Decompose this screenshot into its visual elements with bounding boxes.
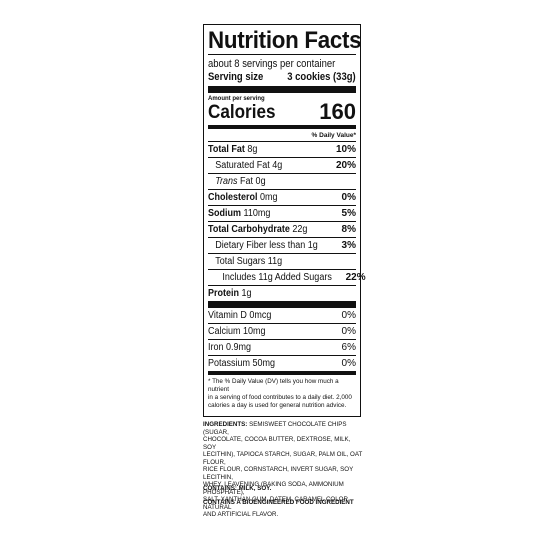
- vitamin-amount: 10mg: [243, 325, 266, 337]
- nutrient-row-added-sugars: Includes 11g Added Sugars 22%: [208, 269, 366, 285]
- ingredients-line: AND ARTIFICIAL FLAVOR.: [203, 511, 279, 518]
- vitamin-amount: 0mcg: [249, 309, 272, 321]
- nutrient-name: Dietary Fiber less than: [215, 239, 306, 251]
- ingredients-line: WHEY, LEAVENING (BAKING SODA, AMMONIUM P…: [203, 481, 344, 496]
- vitamin-dv: 0%: [341, 309, 356, 321]
- nutrient-row-trans-fat: Trans Fat 0g: [208, 173, 356, 189]
- nutrient-dv: 20%: [335, 159, 356, 171]
- ingredients-line: LECITHIN), TAPIOCA STARCH, SUGAR, PALM O…: [203, 451, 363, 466]
- nutrient-amount: 0mg: [260, 191, 278, 203]
- nutrient-name: Total Fat: [208, 143, 245, 155]
- ingredients-line: SALT, XANTHAN GUM, DATEM, CARAMEL COLOR,…: [203, 496, 350, 511]
- medium-divider: [208, 371, 356, 375]
- nutrient-amount: 4g: [272, 159, 283, 171]
- nutrient-row-total-fat: Total Fat 8g 10%: [208, 141, 356, 157]
- vitamin-name: Iron: [208, 341, 224, 353]
- thick-divider: [208, 86, 356, 93]
- vitamin-name: Calcium: [208, 325, 241, 337]
- nutrient-row-dietary-fiber: Dietary Fiber less than 1g 3%: [208, 237, 356, 253]
- vitamin-name: Potassium: [208, 357, 251, 369]
- nutrient-name: Total Sugars: [215, 255, 266, 267]
- nutrition-facts-panel: Nutrition Facts about 8 servings per con…: [203, 24, 366, 417]
- nutrient-dv: 8%: [341, 223, 356, 235]
- vitamin-row-calcium: Calcium 10mg 0%: [208, 323, 356, 339]
- calories-row: Calories 160: [208, 101, 356, 123]
- nutrient-dv: 22%: [345, 271, 366, 283]
- daily-value-footnote: * The % Daily Value (DV) tells you how m…: [208, 378, 356, 410]
- vitamin-amount: 0.9mg: [226, 341, 252, 353]
- footnote-line: * The % Daily Value (DV) tells you how m…: [208, 378, 339, 393]
- amount-per-serving: Amount per serving: [208, 96, 265, 102]
- nutrient-row-sodium: Sodium 110mg 5%: [208, 205, 356, 221]
- nutrient-row-total-carbohydrate: Total Carbohydrate 22g 8%: [208, 221, 356, 237]
- servings-per-container: about 8 servings per container: [208, 58, 336, 70]
- serving-size-label: Serving size: [208, 71, 264, 83]
- ingredients-list: INGREDIENTS: SEMISWEET CHOCOLATE CHIPS (…: [203, 421, 363, 519]
- vitamin-dv: 0%: [341, 325, 356, 337]
- vitamin-dv: 0%: [341, 357, 356, 369]
- nutrient-amount: 1g: [241, 287, 252, 299]
- nutrient-amount: 1g: [307, 239, 318, 251]
- nutrient-row-protein: Protein 1g: [208, 285, 356, 301]
- nutrient-dv: 5%: [341, 207, 356, 219]
- nutrient-name: Trans: [215, 175, 238, 187]
- nutrient-amount: 11g: [267, 255, 283, 267]
- allergen-statement: CONTAINS: MILK, SOY.: [203, 485, 272, 492]
- nutrient-dv: 3%: [341, 239, 356, 251]
- daily-value-header: % Daily Value*: [311, 132, 356, 139]
- nutrient-name: Cholesterol: [208, 191, 258, 203]
- vitamin-amount: 50mg: [252, 357, 276, 369]
- nutrient-dv: 10%: [335, 143, 356, 155]
- nutrient-row-total-sugars: Total Sugars 11g: [208, 253, 356, 269]
- calories-value: 160: [319, 99, 356, 124]
- nutrient-name: Total Carbohydrate: [208, 223, 290, 235]
- bioengineered-statement: CONTAINS A BIOENGINEERED FOOD INGREDIENT: [203, 499, 354, 506]
- vitamin-row-iron: Iron 0.9mg 6%: [208, 339, 356, 355]
- panel-title: Nutrition Facts: [208, 27, 362, 54]
- nutrient-amount: 0g: [255, 175, 266, 187]
- vitamin-row-potassium: Potassium 50mg 0%: [208, 355, 356, 371]
- nutrient-name: Includes 11g Added Sugars: [222, 271, 332, 283]
- nutrient-row-saturated-fat: Saturated Fat 4g 20%: [208, 157, 356, 173]
- nutrient-amount: 22g: [292, 223, 308, 235]
- vitamin-dv: 6%: [341, 341, 356, 353]
- ingredients-label: INGREDIENTS:: [203, 421, 248, 428]
- footnote-line: calories a day is used for general nutri…: [208, 402, 347, 409]
- nutrient-row-cholesterol: Cholesterol 0mg 0%: [208, 189, 356, 205]
- nutrient-amount: 8g: [247, 143, 258, 155]
- nutrient-amount: 110mg: [243, 207, 271, 219]
- nutrient-name: Sodium: [208, 207, 242, 219]
- serving-size-row: Serving size 3 cookies (33g): [208, 71, 356, 84]
- vitamin-name: Vitamin D: [208, 309, 247, 321]
- footnote-line: in a serving of food contributes to a da…: [208, 394, 352, 401]
- ingredients-line: RICE FLOUR, CORNSTARCH, INVERT SUGAR, SO…: [203, 466, 354, 481]
- ingredients-line: CHOCOLATE, COCOA BUTTER, DEXTROSE, MILK,…: [203, 436, 351, 451]
- ingredients-line: SEMISWEET CHOCOLATE CHIPS (SUGAR,: [203, 421, 347, 436]
- nutrient-name-suffix: Fat: [240, 175, 254, 187]
- nutrient-name: Saturated Fat: [215, 159, 270, 171]
- calories-label: Calories: [208, 102, 276, 123]
- serving-size-value: 3 cookies (33g): [287, 71, 356, 83]
- divider: [208, 54, 356, 55]
- medium-divider: [208, 125, 356, 129]
- vitamin-row-vitamin-d: Vitamin D 0mcg 0%: [208, 308, 356, 323]
- nutrient-name: Protein: [208, 287, 240, 299]
- nutrient-dv: 0%: [341, 191, 356, 203]
- thick-divider: [208, 301, 356, 308]
